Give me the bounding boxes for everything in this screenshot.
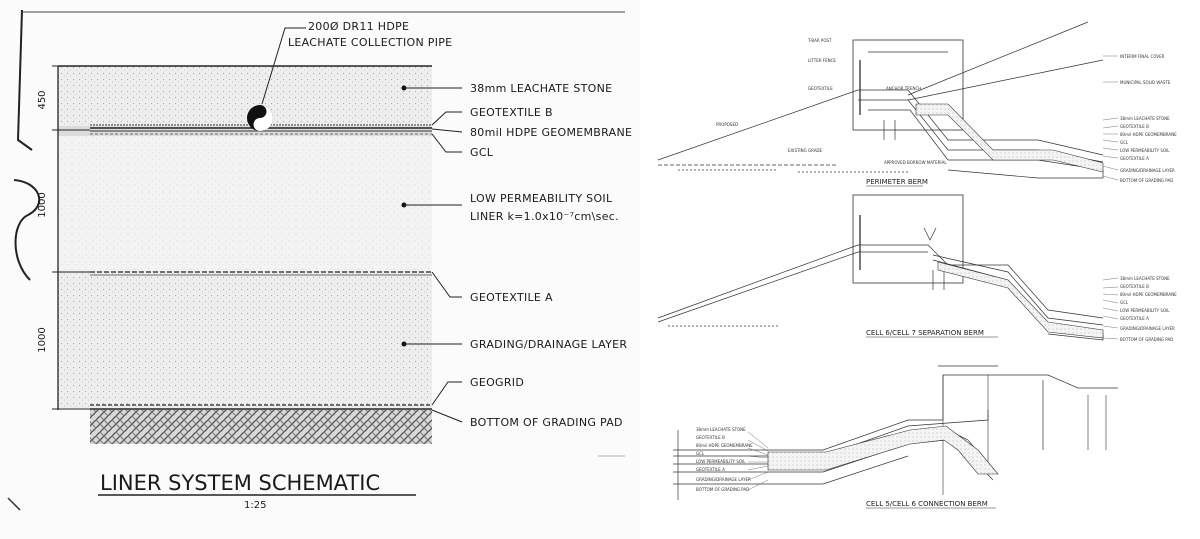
perimeter-leaders bbox=[1102, 55, 1119, 181]
connection-liner-band bbox=[767, 425, 999, 475]
perimeter-label-stone: 38mm LEACHATE STONE bbox=[1120, 116, 1170, 121]
soil-liner-layer bbox=[58, 136, 432, 272]
perimeter-label-msw: MUNICIPAL SOLID WASTE bbox=[1120, 80, 1171, 85]
perimeter-label-tbar: T-BAR POST bbox=[807, 38, 832, 43]
separation-label-gcl: GCL bbox=[1120, 300, 1129, 305]
perimeter-label-fence: LITTER FENCE bbox=[808, 58, 836, 63]
separation-leaders bbox=[1102, 277, 1119, 340]
perimeter-label-gcl: GCL bbox=[1120, 140, 1129, 145]
label-bottom-grading-pad: BOTTOM OF GRADING PAD bbox=[470, 416, 623, 429]
perimeter-label-geomembrane: 80mil HDPE GEOMEMBRANE bbox=[1120, 132, 1177, 137]
label-grading-drainage: GRADING/DRAINAGE LAYER bbox=[470, 338, 627, 351]
label-gcl: GCL bbox=[470, 146, 494, 159]
connection-leaders bbox=[747, 431, 769, 491]
perimeter-label-geotextile: GEOTEXTILE bbox=[808, 86, 833, 91]
separation-label-soil: LOW PERMEABILITY SOIL bbox=[1120, 308, 1170, 313]
dimension-1000-lower: 1000 bbox=[37, 327, 48, 352]
label-soil-liner-1: LOW PERMEABILITY SOIL bbox=[470, 192, 613, 205]
perimeter-label-anchor: ANCHOR TRENCH bbox=[886, 86, 921, 91]
sheet-scribble-mark bbox=[13, 179, 41, 281]
label-geotextile-a: GEOTEXTILE A bbox=[470, 291, 553, 304]
label-geotextile-b: GEOTEXTILE B bbox=[470, 106, 553, 119]
perimeter-label-proposed: PROPOSED bbox=[716, 122, 738, 127]
perimeter-label-borrow: APPROVED BORROW MATERIAL bbox=[884, 160, 947, 165]
section-title-connection: CELL 5/CELL 6 CONNECTION BERM bbox=[866, 500, 988, 508]
leachate-stone-layer bbox=[58, 66, 432, 126]
connection-label-soil: LOW PERMEABILITY SOIL bbox=[696, 459, 746, 464]
sheet-border-mark bbox=[16, 9, 33, 151]
schematic-scale: 1:25 bbox=[244, 500, 266, 511]
connection-label-stone: 38mm LEACHATE STONE bbox=[696, 427, 746, 432]
connection-label-geotextile-a: GEOTEXTILE A bbox=[696, 467, 725, 472]
connection-label-geotextile-b: GEOTEXTILE B bbox=[696, 435, 725, 440]
separation-liner-band bbox=[937, 261, 1104, 339]
separation-label-drainage: GRADING/DRAINAGE LAYER bbox=[1120, 326, 1175, 331]
label-soil-liner-2: LINER k=1.0x10⁻⁷cm\sec. bbox=[470, 210, 619, 223]
perimeter-label-geotextile-b: GEOTEXTILE B bbox=[1120, 124, 1149, 129]
section-title-separation: CELL 6/CELL 7 SEPARATION BERM bbox=[866, 329, 984, 337]
schematic-title: LINER SYSTEM SCHEMATIC bbox=[100, 471, 380, 495]
label-geomembrane: 80mil HDPE GEOMEMBRANE bbox=[470, 126, 632, 139]
label-leachate-stone: 38mm LEACHATE STONE bbox=[470, 82, 612, 95]
perimeter-liner-band bbox=[915, 103, 1104, 173]
separation-label-stone: 38mm LEACHATE STONE bbox=[1120, 276, 1170, 281]
section-title-perimeter: PERIMETER BERM bbox=[866, 178, 928, 186]
leachate-pipe-icon bbox=[247, 105, 273, 131]
liner-schematic-drawing: 450 1000 1000 200Ø DR11 HDPE LEACHATE CO… bbox=[7, 9, 632, 511]
liner-schematic-panel: 450 1000 1000 200Ø DR11 HDPE LEACHATE CO… bbox=[7, 9, 632, 511]
grading-pad-hatch bbox=[90, 410, 432, 444]
perimeter-label-soil: LOW PERMEABILITY SOIL bbox=[1120, 148, 1170, 153]
perimeter-label-drainage: GRADING/DRAINAGE LAYER bbox=[1120, 168, 1175, 173]
dimension-450: 450 bbox=[37, 90, 48, 109]
connection-label-geomembrane: 80mil HDPE GEOMEMBRANE bbox=[696, 443, 753, 448]
perimeter-label-geotextile-a: GEOTEXTILE A bbox=[1120, 156, 1149, 161]
separation-label-bottom: BOTTOM OF GRADING PAD bbox=[1120, 337, 1173, 342]
pipe-label-line2: LEACHATE COLLECTION PIPE bbox=[288, 36, 452, 49]
dimension-1000-upper: 1000 bbox=[37, 192, 48, 217]
separation-label-geotextile-a: GEOTEXTILE A bbox=[1120, 316, 1149, 321]
berm-sections-drawing: INTERIM FINAL COVER MUNICIPAL SOLID WAST… bbox=[657, 21, 1177, 509]
separation-label-geomembrane: 80mil HDPE GEOMEMBRANE bbox=[1120, 292, 1177, 297]
separation-label-geotextile-b: GEOTEXTILE B bbox=[1120, 284, 1149, 289]
label-geogrid: GEOGRID bbox=[470, 376, 524, 389]
pipe-label-line1: 200Ø DR11 HDPE bbox=[308, 20, 409, 33]
perimeter-label-cover: INTERIM FINAL COVER bbox=[1120, 54, 1165, 59]
connection-label-drainage: GRADING/DRAINAGE LAYER bbox=[696, 477, 751, 482]
grading-drainage-layer bbox=[58, 272, 432, 408]
connection-label-bottom: BOTTOM OF GRADING PAD bbox=[696, 487, 749, 492]
berm-sections-panel: INTERIM FINAL COVER MUNICIPAL SOLID WAST… bbox=[648, 0, 1200, 539]
perimeter-label-bottom: BOTTOM OF GRADING PAD bbox=[1120, 178, 1173, 183]
perimeter-label-existing: EXISTING GRADE bbox=[788, 148, 823, 153]
connection-label-gcl: GCL bbox=[696, 451, 705, 456]
